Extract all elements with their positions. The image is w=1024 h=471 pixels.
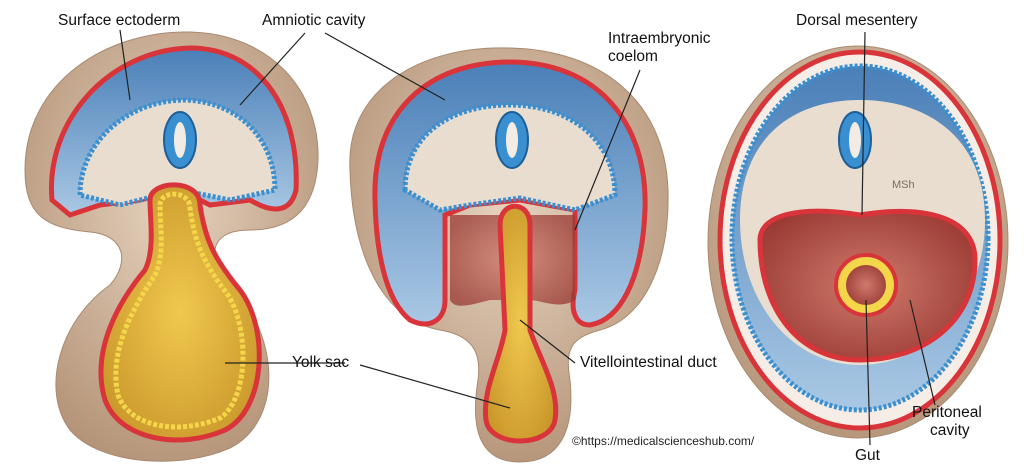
label-msh: MSh [892, 179, 915, 191]
label-intraembryonic-coelom-line2: coelom [608, 48, 658, 65]
label-amniotic-cavity: Amniotic cavity [262, 12, 366, 29]
label-intraembryonic-coelom-line1: Intraembryonic [608, 30, 711, 47]
leader-lines [119, 29, 936, 446]
label-dorsal-mesentery: Dorsal mesentery [796, 12, 918, 29]
embryo-stage-1 [24, 31, 319, 462]
label-gut: Gut [855, 447, 880, 464]
credit-watermark: ©https://medicalscienceshub.com/ [572, 434, 755, 448]
embryo-stage-2 [349, 47, 669, 463]
label-surface-ectoderm: Surface ectoderm [58, 12, 181, 29]
label-yolk-sac: Yolk sac [292, 354, 350, 371]
label-peritoneal-cavity-line2: cavity [930, 422, 970, 439]
label-vitellointestinal-duct: Vitellointestinal duct [580, 354, 717, 371]
embryo-stage-3 [707, 45, 1009, 439]
label-peritoneal-cavity-line1: Peritoneal [912, 404, 982, 421]
